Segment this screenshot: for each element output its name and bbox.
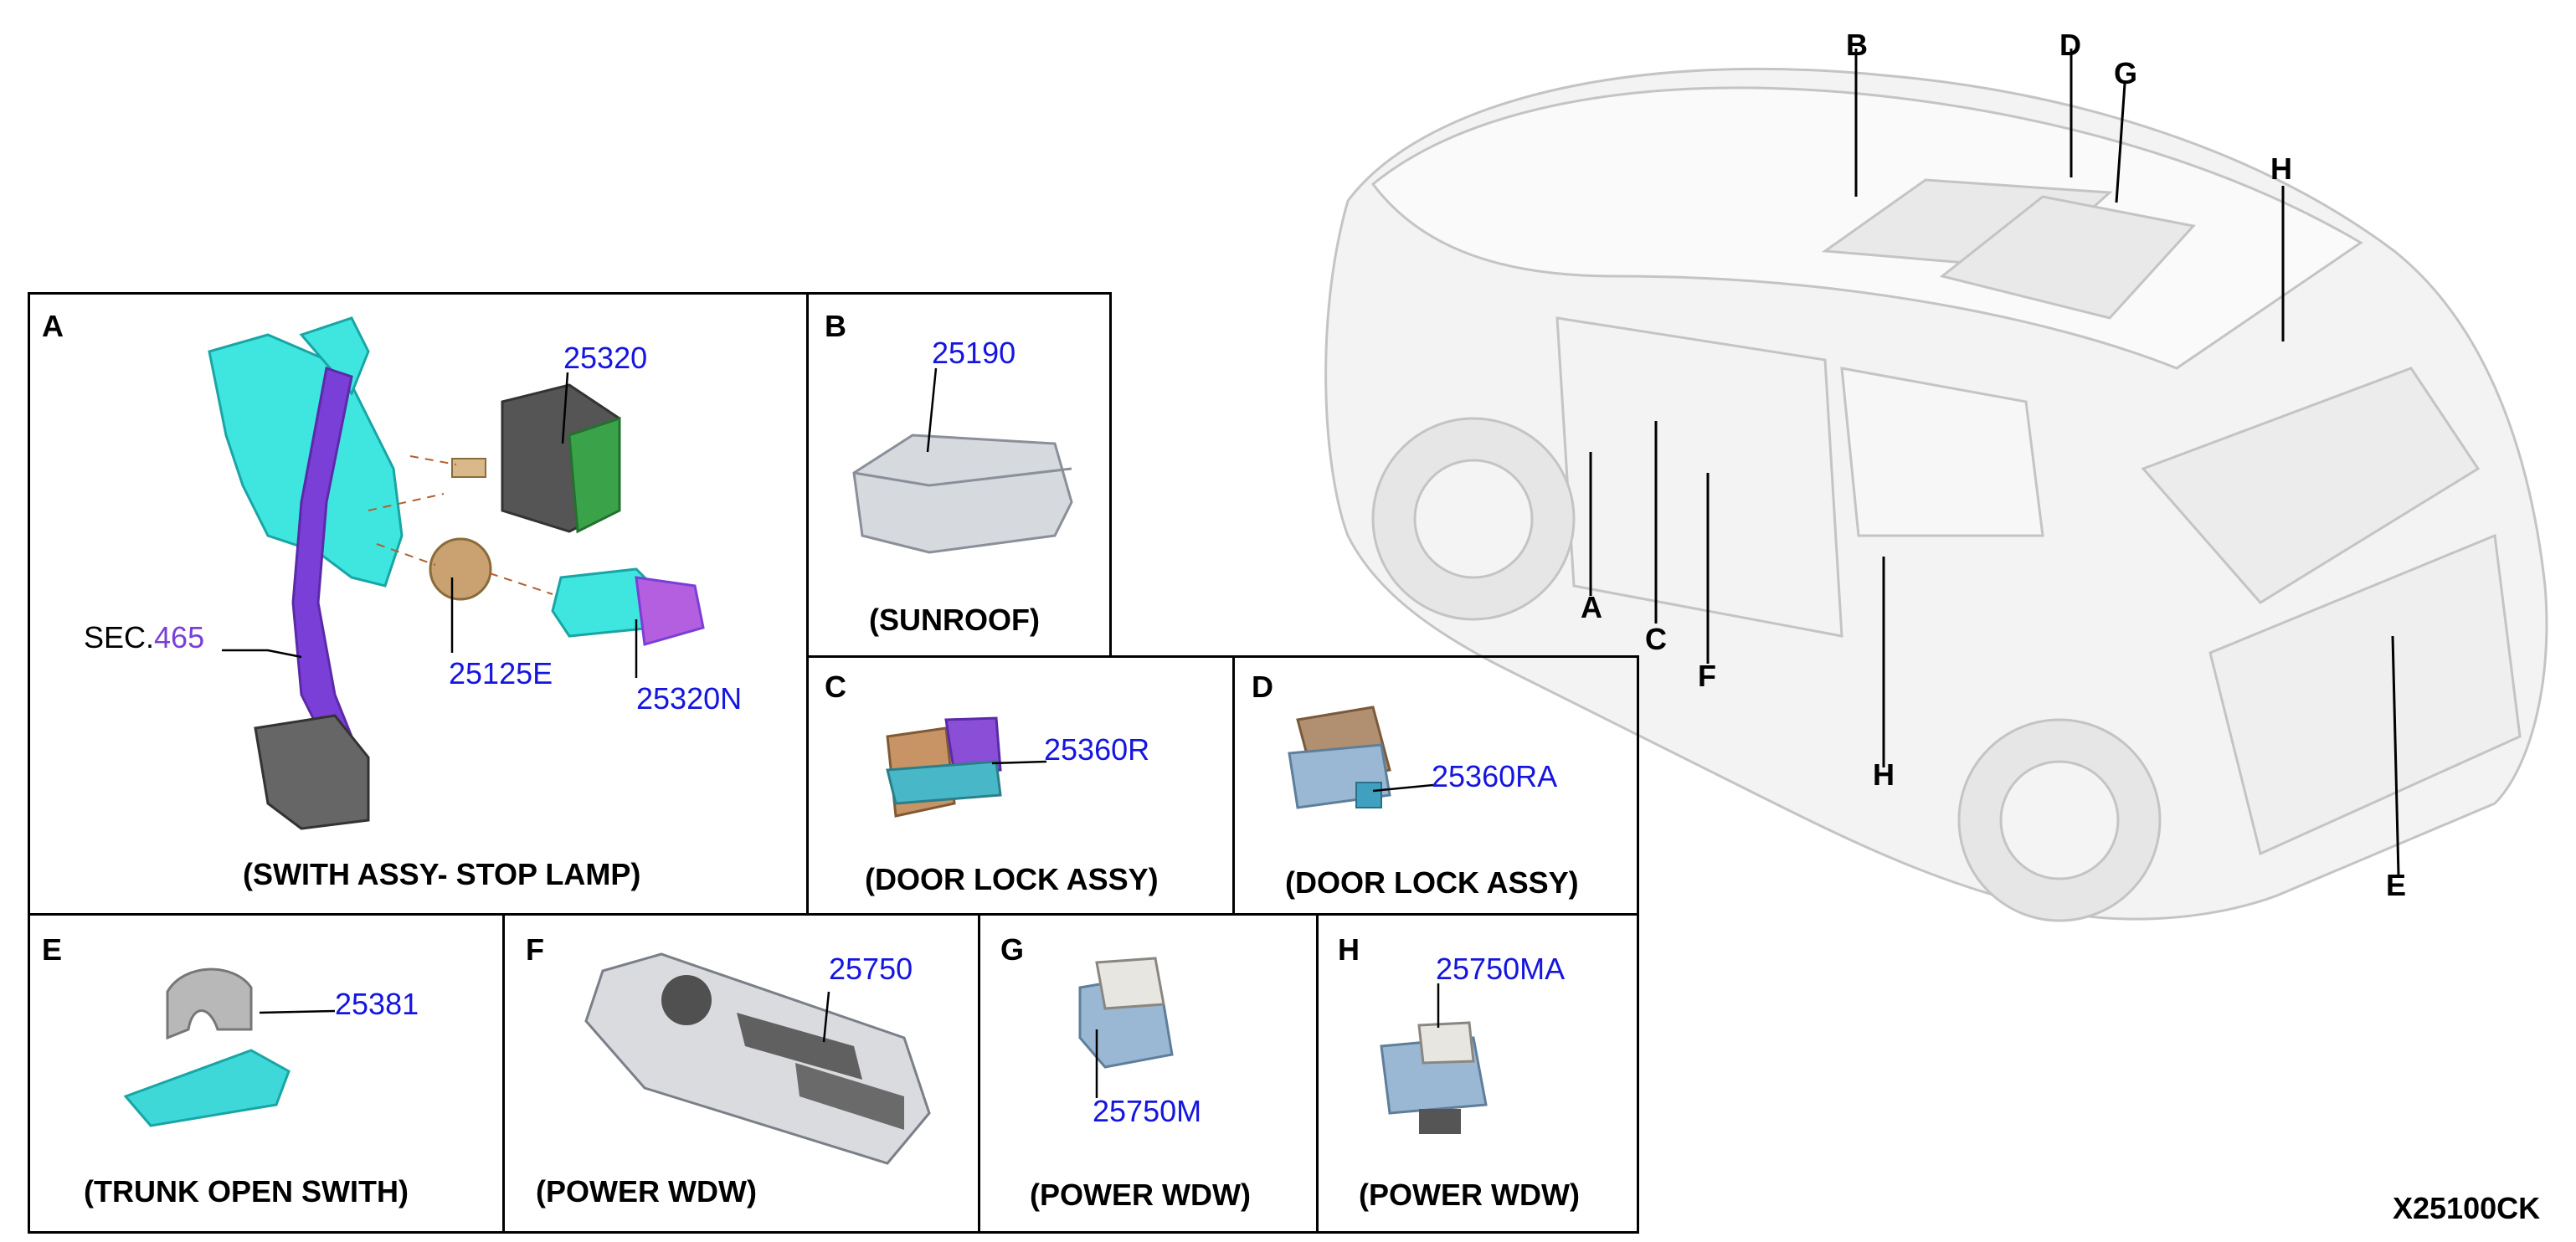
panel-c-letter: C: [825, 670, 846, 704]
panel-f-artwork: [584, 952, 931, 1165]
frame-f-g-divider: [978, 913, 980, 1234]
panel-e-caption: (TRUNK OPEN SWITH): [84, 1174, 409, 1209]
part-number-25190: 25190: [932, 336, 1016, 370]
part-number-25750ma: 25750MA: [1436, 952, 1566, 986]
part-number-25125e: 25125E: [449, 656, 553, 690]
panel-b-artwork: [852, 367, 1073, 554]
panel-g-letter: G: [1000, 932, 1025, 967]
vehicle-callout-h-top: H: [2270, 151, 2292, 186]
panel-c-caption: (DOOR LOCK ASSY): [865, 862, 1159, 896]
frame-top-left: [28, 292, 1112, 295]
panel-h-artwork: [1380, 983, 1488, 1134]
vehicle-callout-e: E: [2386, 868, 2407, 902]
vehicle-callout-d: D: [2059, 28, 2081, 62]
part-number-25750: 25750: [829, 952, 913, 986]
panel-a-caption: (SWITH ASSY- STOP LAMP): [243, 857, 641, 891]
frame-d-right: [1637, 655, 1639, 1234]
panel-h-caption: (POWER WDW): [1359, 1178, 1580, 1212]
panel-f-caption: (POWER WDW): [536, 1174, 757, 1209]
panel-a-artwork: [208, 316, 705, 830]
panel-b-caption: (SUNROOF): [869, 603, 1040, 637]
panel-g-caption: (POWER WDW): [1030, 1178, 1251, 1212]
vehicle-callout-b: B: [1846, 28, 1868, 62]
panel-c-artwork: [886, 716, 1047, 818]
frame-left: [28, 292, 30, 1234]
panel-h-letter: H: [1338, 932, 1360, 967]
frame-bottom: [28, 1231, 1639, 1234]
part-number-25320n: 25320N: [636, 681, 743, 716]
part-number-25320: 25320: [563, 341, 648, 375]
panel-d-caption: (DOOR LOCK ASSY): [1285, 865, 1579, 900]
panel-f-letter: F: [526, 932, 544, 967]
panel-d-artwork: [1288, 706, 1434, 809]
frame-b-right: [1109, 292, 1112, 657]
diagram-code: X25100CK: [2393, 1191, 2541, 1225]
sec-number: 465: [154, 620, 205, 654]
sec-prefix: SEC.: [84, 620, 155, 654]
vehicle-callout-h-bottom: H: [1873, 757, 1895, 792]
panel-b-letter: B: [825, 309, 846, 343]
part-number-25360r: 25360R: [1044, 732, 1150, 767]
vehicle-callout-lines: [1589, 49, 2400, 876]
vehicle-callout-a: A: [1581, 590, 1602, 624]
part-number-25381: 25381: [335, 987, 419, 1021]
panel-g-artwork: [1078, 957, 1174, 1098]
panel-d-letter: D: [1252, 670, 1273, 704]
vehicle-callout-c: C: [1645, 622, 1667, 656]
panel-e-letter: E: [42, 932, 63, 967]
frame-b-bottom: [806, 655, 1639, 658]
vehicle-callout-f: F: [1698, 659, 1716, 693]
panel-a-letter: A: [42, 309, 64, 343]
frame-e-f-divider: [502, 913, 505, 1234]
frame-g-h-divider: [1316, 913, 1319, 1234]
frame-row-divider: [28, 913, 1639, 916]
vehicle-illustration: [1324, 67, 2548, 922]
panel-e-artwork: [123, 967, 336, 1127]
sec-reference: SEC.465: [84, 623, 204, 653]
part-number-25750m: 25750M: [1093, 1094, 1202, 1128]
frame-a-b-divider: [806, 292, 809, 916]
frame-c-d-divider: [1232, 655, 1235, 916]
part-number-25360ra: 25360RA: [1432, 759, 1558, 793]
vehicle-callout-g: G: [2114, 56, 2138, 90]
